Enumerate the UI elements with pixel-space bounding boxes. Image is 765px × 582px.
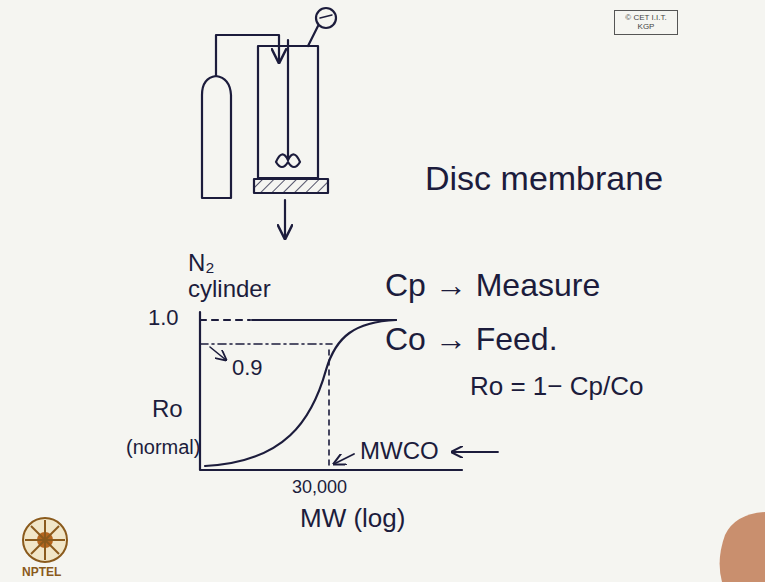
axis-tick: 0.9 bbox=[232, 356, 263, 380]
pressure-gauge bbox=[316, 8, 336, 28]
gas-tube bbox=[216, 35, 279, 76]
dash-dot-line bbox=[200, 343, 332, 345]
axis-title: (normal) bbox=[126, 436, 200, 458]
credit-box: © CET I.I.T. KGP bbox=[614, 10, 678, 35]
pointer-arrow bbox=[452, 451, 498, 453]
axis-tick: 30,000 bbox=[292, 478, 347, 498]
dashed-line bbox=[200, 319, 250, 321]
gauge-needle bbox=[320, 15, 332, 18]
axis-tick: 1.0 bbox=[148, 306, 179, 330]
nptel-logo bbox=[23, 518, 67, 562]
pointer-arrow bbox=[210, 347, 226, 360]
gas-cylinder bbox=[202, 76, 231, 198]
stirrer bbox=[276, 154, 300, 167]
hand bbox=[720, 512, 765, 582]
credit-text: © CET I.I.T. KGP bbox=[618, 13, 674, 31]
axis-title: Ro bbox=[152, 396, 183, 422]
callout-text: MWCO bbox=[360, 438, 439, 464]
membrane-support bbox=[254, 179, 328, 193]
heading-text: Disc membrane bbox=[425, 160, 663, 197]
stirrer-shaft bbox=[287, 40, 289, 160]
equipment-label: N₂ cylinder bbox=[188, 250, 298, 303]
note-text: Co → Feed. bbox=[385, 322, 558, 357]
asymptote-line bbox=[252, 319, 396, 321]
pointer-arrow bbox=[334, 454, 354, 464]
permeate-arrow bbox=[284, 200, 286, 238]
note-text: Cp → Measure bbox=[385, 268, 600, 303]
logo-text: NPTEL bbox=[22, 566, 61, 579]
equation-text: Ro = 1− Cp/Co bbox=[470, 372, 643, 401]
axis-title: MW (log) bbox=[300, 504, 405, 533]
gauge-line bbox=[308, 26, 318, 46]
dashed-line bbox=[328, 350, 330, 470]
